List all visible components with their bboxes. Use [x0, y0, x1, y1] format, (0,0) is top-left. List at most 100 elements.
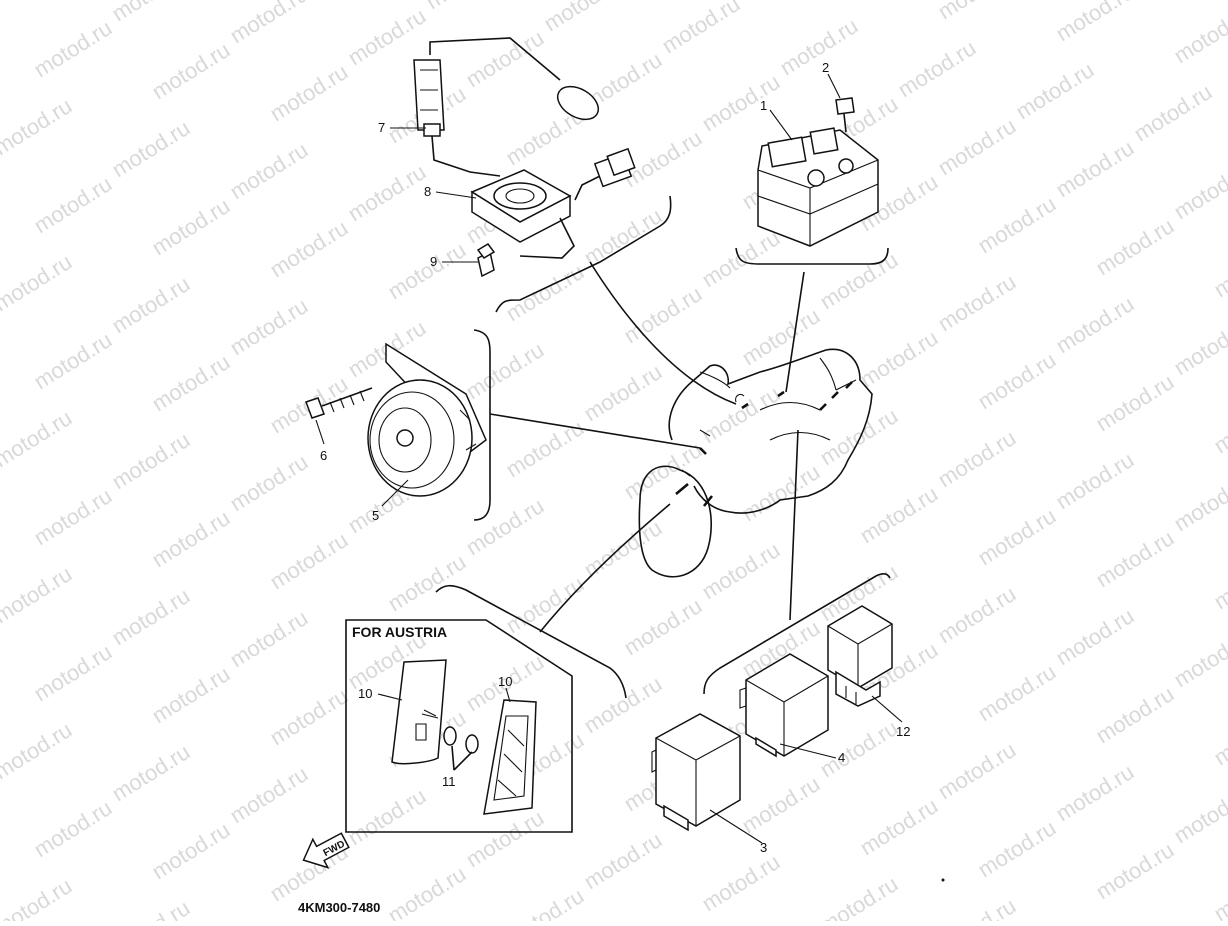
watermark: motod.ru [147, 193, 234, 260]
watermark: motod.ru [579, 671, 666, 738]
watermark: motod.ru [697, 69, 784, 136]
watermark: motod.ru [1209, 235, 1228, 302]
reflector-plate-10 [391, 659, 447, 765]
watermark: motod.ru [933, 893, 1020, 921]
watermark: motod.ru [973, 347, 1060, 414]
watermark: motod.ru [1051, 603, 1138, 670]
watermark: motod.ru [501, 883, 588, 921]
watermark: motod.ru [815, 871, 902, 921]
austria-inset [345, 619, 573, 833]
watermark: motod.ru [1051, 447, 1138, 514]
watermark: motod.ru [147, 661, 234, 728]
watermark: motod.ru [855, 481, 942, 548]
watermark: motod.ru [1051, 0, 1138, 46]
leader-lines [435, 261, 891, 699]
watermark: motod.ru [893, 35, 980, 102]
watermark: motod.ru [933, 581, 1020, 648]
callout-10-plate: 10 [358, 686, 372, 701]
watermark: motod.ru [107, 115, 194, 182]
watermark: motod.ru [1209, 703, 1228, 770]
watermark: motod.ru [383, 861, 470, 921]
horn-group [305, 329, 491, 521]
watermark: motod.ru [0, 873, 76, 921]
watermark: motod.ru [0, 93, 76, 160]
watermark: motod.ru [265, 215, 352, 282]
watermark: motod.ru [933, 113, 1020, 180]
watermark: motod.ru [539, 0, 626, 36]
starter-relay-group [735, 97, 889, 265]
watermark: motod.ru [147, 817, 234, 884]
watermark: motod.ru [1169, 781, 1228, 848]
callout-leaders [315, 73, 945, 882]
callout-2: 2 [822, 60, 829, 75]
watermark: motod.ru [461, 493, 548, 560]
watermark: motod.ru [29, 171, 116, 238]
screw-9 [476, 243, 496, 278]
watermark: motod.ru [1169, 625, 1228, 692]
watermark: motod.ru [933, 0, 1020, 24]
callout-6: 6 [320, 448, 327, 463]
watermark: motod.ru [1091, 681, 1178, 748]
nut-11 [443, 726, 479, 771]
fuel-level-gauge [413, 37, 600, 177]
watermark: motod.ru [973, 503, 1060, 570]
watermark: motod.ru [29, 795, 116, 862]
watermark: motod.ru [579, 203, 666, 270]
bolt-2 [835, 97, 855, 133]
watermark: motod.ru [737, 303, 824, 370]
motorcycle-outline [638, 348, 873, 578]
watermark: motod.ru [225, 761, 312, 828]
watermark: motod.ru [1169, 1, 1228, 68]
watermark: motod.ru [579, 515, 666, 582]
callout-5: 5 [372, 508, 379, 523]
bracket-fuel-sender [495, 195, 672, 313]
watermark: motod.ru [855, 325, 942, 392]
watermark: motod.ru [29, 483, 116, 550]
watermark: motod.ru [1169, 157, 1228, 224]
watermark: motod.ru [265, 683, 352, 750]
watermark: motod.ru [225, 449, 312, 516]
watermark: motod.ru [501, 259, 588, 326]
watermark: motod.ru [147, 349, 234, 416]
watermark: motod.ru [0, 717, 76, 784]
watermark: motod.ru [933, 737, 1020, 804]
watermark: motod.ru [579, 359, 666, 426]
watermark: motod.ru [1209, 547, 1228, 614]
watermark: motod.ru [1209, 859, 1228, 921]
watermark: motod.ru [225, 605, 312, 672]
watermark: motod.ru [107, 895, 194, 921]
watermark: motod.ru [657, 0, 744, 58]
watermark: motod.ru [1169, 469, 1228, 536]
fwd-arrow-icon: FWD [302, 832, 350, 869]
watermark: motod.ru [0, 561, 76, 628]
watermark: motod.ru [383, 549, 470, 616]
callout-8: 8 [424, 184, 431, 199]
watermark: motod.ru [383, 237, 470, 304]
watermark: motod.ru [147, 37, 234, 104]
watermark: motod.ru [1051, 759, 1138, 826]
watermark: motod.ru [1129, 79, 1216, 146]
watermark: motod.ru [1209, 391, 1228, 458]
watermark: motod.ru [107, 427, 194, 494]
watermark: motod.ru [147, 505, 234, 572]
callout-3: 3 [760, 840, 767, 855]
watermark: motod.ru [579, 827, 666, 894]
callout-10-reflector: 10 [498, 674, 512, 689]
watermark: motod.ru [0, 405, 76, 472]
watermark: motod.ru [697, 537, 784, 604]
watermark: motod.ru [461, 337, 548, 404]
watermark: motod.ru [1051, 135, 1138, 202]
watermark: motod.ru [737, 459, 824, 526]
inset-title: FOR AUSTRIA [352, 624, 447, 640]
watermark: motod.ru [461, 805, 548, 872]
watermark: motod.ru [501, 571, 588, 638]
callout-1: 1 [760, 98, 767, 113]
watermark: motod.ru [1091, 525, 1178, 592]
watermark: motod.ru [815, 0, 902, 2]
fuel-sender-connector [574, 147, 636, 201]
watermark: motod.ru [619, 125, 706, 192]
watermark: motod.ru [933, 425, 1020, 492]
relay-unit-12 [827, 605, 893, 707]
